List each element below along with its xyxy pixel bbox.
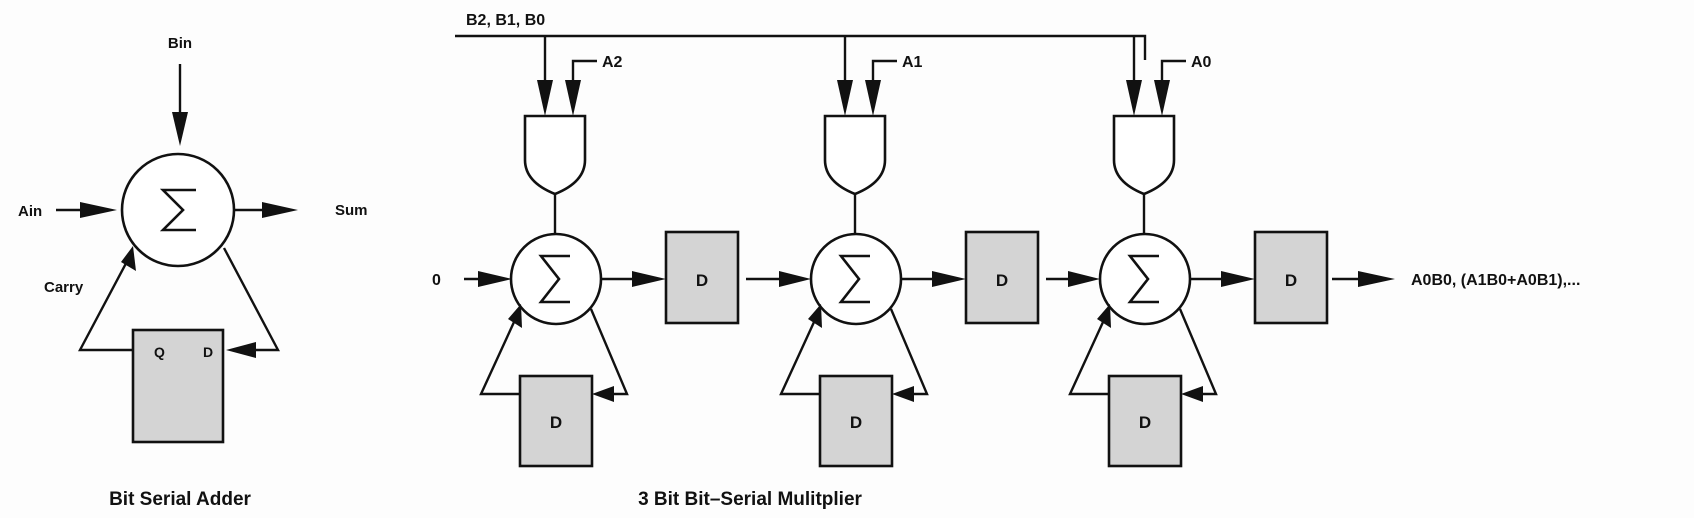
multiplier-stage-2: A0D D	[1068, 36, 1329, 468]
carry-flipflop	[131, 328, 225, 444]
delay-box	[664, 230, 740, 325]
carry-delay-box	[518, 374, 594, 468]
carry-loop	[1068, 304, 1218, 402]
and-gate	[823, 114, 887, 196]
a-input-arrow	[865, 59, 897, 116]
bus-drop-arrow	[1126, 36, 1142, 116]
carry-delay-label: D	[1139, 413, 1151, 432]
initial-zero-label: 0	[432, 272, 441, 289]
stage-sum-circle	[509, 232, 603, 326]
stage-sum-circle	[809, 232, 903, 326]
delay-box-label: D	[1285, 271, 1297, 290]
initial-zero-arrow	[464, 271, 512, 287]
and-gate	[1112, 114, 1176, 196]
flipflop-d-label: D	[203, 344, 213, 360]
bin-arrow	[172, 64, 188, 146]
flipflop-q-label: Q	[154, 344, 165, 360]
ain-label: Ain	[18, 203, 42, 220]
bit-serial-adder: Bin Ain Sum Carry Q D	[18, 35, 368, 510]
sigma-icon	[838, 254, 870, 304]
inter-stage-arrow	[746, 271, 811, 287]
stage-sum-circle	[1098, 232, 1192, 326]
ain-arrow	[56, 202, 117, 218]
delay-box-label: D	[696, 271, 708, 290]
bus-drop-arrow	[837, 36, 853, 116]
stage-output-arrow	[601, 271, 666, 287]
multiplier-title: 3 Bit Bit–Serial Mulitplier	[638, 489, 862, 510]
a-input-arrow	[1154, 59, 1186, 116]
carry-delay-box	[818, 374, 894, 468]
adder-sum-circle	[120, 152, 236, 268]
and-gate	[523, 114, 587, 196]
carry-label: Carry	[44, 279, 84, 296]
sum-arrow	[235, 202, 298, 218]
bin-label: Bin	[168, 35, 192, 52]
delay-box	[1253, 230, 1329, 325]
carry-loop	[479, 304, 629, 402]
sigma-icon	[159, 188, 196, 232]
carry-delay-label: D	[550, 413, 562, 432]
product-output-label: A0B0, (A1B0+A0B1),...	[1411, 272, 1580, 289]
multiplier-stage-0: A2D D	[479, 36, 811, 468]
bit-serial-multiplier: B2, B1, B0 A2D D A1D D A0D D 0 A0B0, (A1B0+A0…	[432, 12, 1580, 510]
a-input-label: A2	[602, 54, 623, 71]
inter-stage-arrow	[1046, 271, 1100, 287]
carry-loop	[779, 304, 929, 402]
sigma-icon	[538, 254, 570, 304]
delay-box	[964, 230, 1040, 325]
adder-title: Bit Serial Adder	[109, 489, 251, 510]
bus-drop-arrow	[537, 36, 553, 116]
sum-label: Sum	[335, 202, 368, 219]
carry-delay-label: D	[850, 413, 862, 432]
b-bus-line	[455, 34, 1147, 60]
carry-delay-box	[1107, 374, 1183, 468]
a-input-label: A0	[1191, 54, 1212, 71]
delay-box-label: D	[996, 271, 1008, 290]
final-output-arrow	[1332, 271, 1395, 287]
multiplier-stage-1: A1D D	[779, 36, 1100, 468]
sigma-icon	[1127, 254, 1159, 304]
bus-label: B2, B1, B0	[466, 12, 545, 29]
carry-loop	[78, 246, 280, 358]
multiplier-stages: A2D D A1D D A0D D	[479, 36, 1329, 468]
stage-output-arrow	[1190, 271, 1255, 287]
a-input-label: A1	[902, 54, 923, 71]
stage-output-arrow	[901, 271, 966, 287]
a-input-arrow	[565, 59, 597, 116]
